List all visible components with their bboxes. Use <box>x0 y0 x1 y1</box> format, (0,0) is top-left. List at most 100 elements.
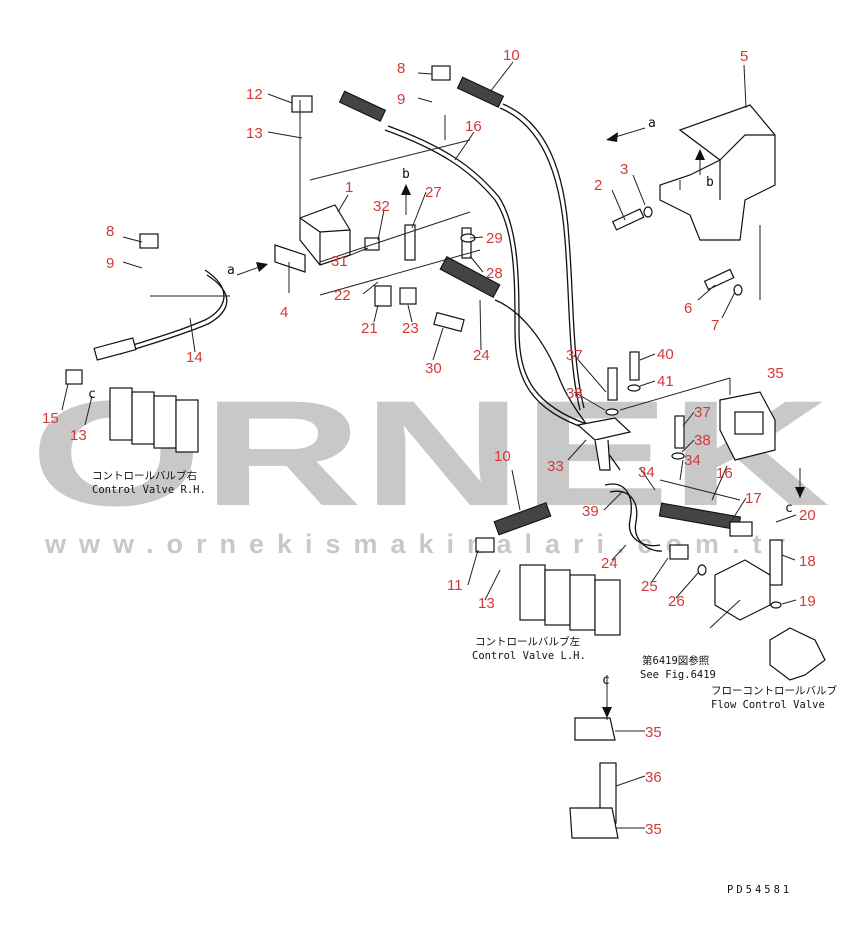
callout-3: 3 <box>620 161 628 178</box>
nut-part-32 <box>364 237 380 251</box>
callout-8: 8 <box>106 223 114 240</box>
view-letter-a: a <box>227 263 235 278</box>
hose-fitting-10 <box>456 76 505 108</box>
callout-41: 41 <box>657 373 674 390</box>
callout-17: 17 <box>745 490 762 507</box>
view-letter-labels: a a b b c c c <box>88 116 793 688</box>
callout-22: 22 <box>334 287 351 304</box>
hose-10-lower <box>493 502 552 536</box>
bolt-part-2 <box>611 208 645 231</box>
callout-14: 14 <box>186 349 203 366</box>
control-valve-rh <box>109 387 199 453</box>
view-letter-a: a <box>648 116 656 131</box>
callout-19: 19 <box>799 593 816 610</box>
callout-15: 15 <box>42 410 59 427</box>
callout-33: 33 <box>547 458 564 475</box>
elbow-part-8-top <box>431 65 451 81</box>
caption-see-fig-jp: 第6419図参照 <box>642 654 710 667</box>
callout-5: 5 <box>740 48 748 65</box>
callout-4: 4 <box>280 304 288 321</box>
callout-27: 27 <box>425 184 442 201</box>
hose-lines <box>93 76 742 552</box>
clamp-part-33 <box>576 417 632 441</box>
view-letter-b: b <box>402 167 410 182</box>
view-letter-c: c <box>88 387 96 402</box>
callout-40: 40 <box>657 346 674 363</box>
callout-24: 24 <box>601 555 618 572</box>
callout-8: 8 <box>397 60 405 77</box>
view-letter-c: c <box>785 501 793 516</box>
callout-39: 39 <box>582 503 599 520</box>
callout-26: 26 <box>668 593 685 610</box>
hose-fitting-24 <box>439 255 501 299</box>
callout-18: 18 <box>799 553 816 570</box>
bolt-part-6 <box>703 268 735 291</box>
bolt-part-37b <box>674 415 685 449</box>
fitting-part-21 <box>374 285 392 307</box>
flow-control-valve <box>769 627 826 681</box>
callout-20: 20 <box>799 507 816 524</box>
caption-control-valve-rh-jp: コントロールバルブ右 <box>92 469 197 482</box>
callout-2: 2 <box>594 177 602 194</box>
callout-16: 16 <box>465 118 482 135</box>
callout-30: 30 <box>425 360 442 377</box>
stay-part-27 <box>404 224 416 261</box>
captions: コントロールバルブ右 Control Valve R.H. コントロールバルブ左… <box>92 469 837 896</box>
callout-37: 37 <box>694 404 711 421</box>
view-letter-c: c <box>602 673 610 688</box>
callout-13: 13 <box>246 125 263 142</box>
callout-35: 35 <box>645 821 662 838</box>
bolt-part-40 <box>629 351 640 381</box>
elbow-part-15 <box>65 369 83 385</box>
leader-lines <box>61 61 801 829</box>
callout-24: 24 <box>473 347 490 364</box>
control-valve-lh <box>519 564 621 636</box>
callout-34: 34 <box>684 452 701 469</box>
drawing-code: PD54581 <box>727 884 792 896</box>
block-see-fig <box>714 559 771 621</box>
callout-13: 13 <box>478 595 495 612</box>
fitting-part-18 <box>769 539 783 586</box>
callout-32: 32 <box>373 198 390 215</box>
callout-11: 11 <box>447 577 463 594</box>
bracket-part-35-bottom <box>569 807 619 839</box>
part-number-callouts: 1 2 3 4 5 6 7 8 8 9 9 10 10 11 12 13 13 … <box>42 47 816 838</box>
callout-25: 25 <box>641 578 658 595</box>
callout-10: 10 <box>494 448 511 465</box>
elbow-part-12 <box>291 95 313 113</box>
callout-7: 7 <box>711 317 719 334</box>
callout-16: 16 <box>716 465 733 482</box>
callout-21: 21 <box>361 320 378 337</box>
pipe-part-30 <box>433 311 465 333</box>
caption-see-fig-en: See Fig.6419 <box>640 669 716 681</box>
callout-10: 10 <box>503 47 520 64</box>
fitting-part-25 <box>669 544 689 560</box>
caption-control-valve-lh-en: Control Valve L.H. <box>472 650 586 662</box>
view-arrows <box>236 127 805 718</box>
nut-part-23 <box>399 287 417 305</box>
callout-37: 37 <box>566 347 583 364</box>
components <box>65 65 826 839</box>
caption-flow-control-jp: フローコントロールバルブ <box>711 684 837 697</box>
callout-13: 13 <box>70 427 87 444</box>
plate-part-4 <box>274 244 306 273</box>
caption-control-valve-rh-en: Control Valve R.H. <box>92 484 206 496</box>
callout-29: 29 <box>486 230 503 247</box>
bolt-part-28 <box>461 227 472 259</box>
view-letter-b: b <box>706 175 714 190</box>
hose-fitting-14 <box>93 337 137 361</box>
callout-23: 23 <box>402 320 419 337</box>
callout-35: 35 <box>645 724 662 741</box>
callout-36: 36 <box>645 769 662 786</box>
bracket-part-35-top <box>574 717 616 741</box>
hose-fitting-16 <box>338 90 387 122</box>
callout-34: 34 <box>638 464 655 481</box>
callout-31: 31 <box>331 253 348 270</box>
elbow-part-8-left <box>139 233 159 249</box>
callout-38: 38 <box>566 385 583 402</box>
caption-flow-control-en: Flow Control Valve <box>711 699 825 711</box>
callout-38: 38 <box>694 432 711 449</box>
callout-6: 6 <box>684 300 692 317</box>
caption-control-valve-lh-jp: コントロールバルブ左 <box>475 635 580 648</box>
